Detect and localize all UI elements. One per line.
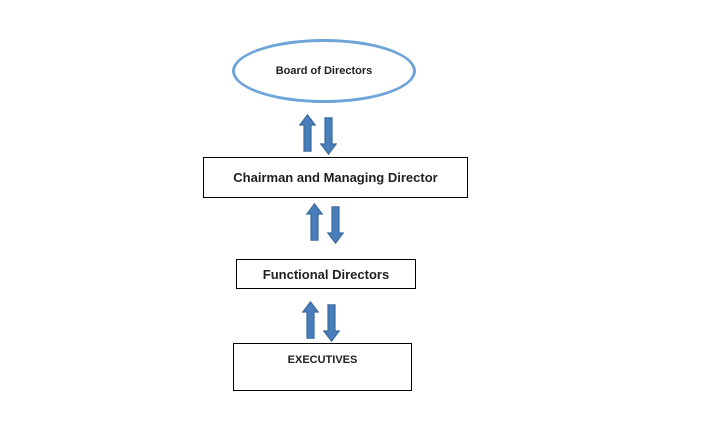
down-arrow-icon [320, 117, 337, 155]
up-arrow-icon [302, 301, 319, 342]
up-arrow-icon [306, 203, 323, 244]
down-arrow-icon [323, 304, 340, 342]
down-arrow-icon [327, 206, 344, 244]
node-board-of-directors: Board of Directors [232, 39, 416, 103]
up-arrow-icon [299, 114, 316, 155]
node-executives: EXECUTIVES [233, 343, 412, 391]
node-functional-directors: Functional Directors [236, 259, 416, 289]
node-chairman-managing-director: Chairman and Managing Director [203, 157, 468, 198]
node-chairman-managing-director-label: Chairman and Managing Director [233, 170, 438, 185]
connector-chairman-functional [306, 203, 344, 244]
connector-board-chairman [299, 114, 337, 155]
node-functional-directors-label: Functional Directors [262, 266, 390, 282]
node-board-of-directors-label: Board of Directors [275, 65, 373, 77]
connector-functional-executives [302, 301, 340, 342]
node-executives-label: EXECUTIVES [287, 354, 358, 366]
